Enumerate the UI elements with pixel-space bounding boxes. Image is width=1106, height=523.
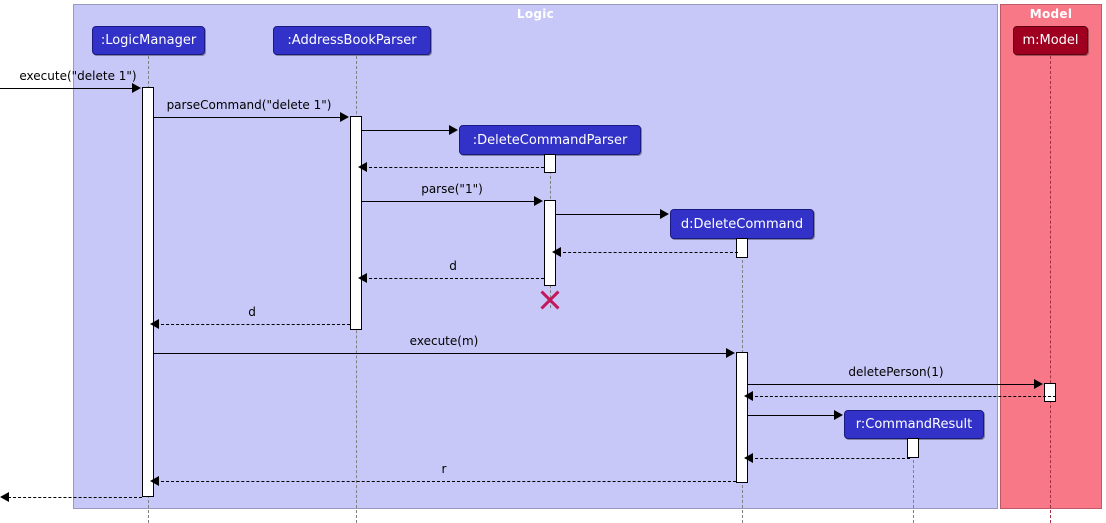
message-line-return-commandresult (750, 458, 910, 459)
message-arrow-parsecommand (340, 112, 349, 122)
message-arrow-r (150, 476, 159, 486)
activation-deletecommandparser-parse (544, 200, 556, 286)
message-label-deleteperson: deletePerson(1) (848, 365, 944, 379)
destroy-marker-deletecommandparser (538, 288, 562, 312)
message-line-d-to-logicmanager (156, 324, 350, 325)
activation-deletecommand-create (736, 238, 748, 258)
message-label-parsecommand: parseCommand("delete 1") (166, 98, 332, 112)
participant-addressbookparser-label: :AddressBookParser (287, 33, 417, 48)
message-arrow-return-model (744, 391, 753, 401)
message-line-return-actor (8, 497, 142, 498)
participant-deletecommand[interactable]: d:DeleteCommand (670, 209, 814, 239)
participant-model-label: m:Model (1022, 33, 1079, 48)
message-line-return-deletecommandparser (364, 167, 544, 168)
message-arrow-parse (534, 196, 543, 206)
activation-model-deleteperson (1044, 383, 1056, 402)
message-label-execute-delete: execute("delete 1") (19, 69, 137, 83)
participant-logicmanager[interactable]: :LogicManager (92, 26, 205, 55)
message-arrow-create-commandresult (834, 410, 843, 420)
lifeline-model (1050, 56, 1051, 523)
participant-logicmanager-label: :LogicManager (100, 33, 197, 48)
message-line-return-deletecommand (558, 252, 738, 253)
message-line-create-deletecommand (556, 214, 662, 215)
message-line-return-model (750, 396, 1056, 397)
message-line-create-commandresult (748, 415, 836, 416)
activation-addressbookparser (350, 116, 362, 330)
activation-deletecommand-execute (736, 352, 748, 483)
message-label-r: r (441, 462, 447, 476)
participant-model[interactable]: m:Model (1013, 26, 1088, 55)
message-label-d-to-logicmanager: d (248, 305, 256, 319)
lifeline-commandresult (913, 440, 914, 523)
message-arrow-d-to-addressbookparser (358, 273, 367, 283)
group-panel-model-title: Model (1029, 7, 1073, 21)
group-panel-logic-title: Logic (516, 7, 555, 21)
message-arrow-d-to-logicmanager (150, 319, 159, 329)
message-line-r (156, 481, 736, 482)
message-line-create-deletecommandparser (362, 130, 451, 131)
message-arrow-execute-m (726, 348, 735, 358)
group-panel-model: Model (1000, 4, 1102, 509)
message-arrow-deleteperson (1034, 379, 1043, 389)
message-arrow-create-deletecommandparser (449, 125, 458, 135)
message-line-parsecommand (154, 117, 342, 118)
message-arrow-execute-delete (132, 83, 141, 93)
participant-deletecommandparser[interactable]: :DeleteCommandParser (459, 125, 641, 155)
message-label-execute-m: execute(m) (409, 334, 479, 348)
message-arrow-return-deletecommand (552, 247, 561, 257)
group-panel-logic: Logic (73, 4, 998, 509)
message-arrow-create-deletecommand (660, 209, 669, 219)
message-line-execute-m (154, 353, 728, 354)
participant-deletecommandparser-label: :DeleteCommandParser (472, 132, 628, 148)
participant-deletecommand-label: d:DeleteCommand (680, 216, 804, 232)
message-label-parse: parse("1") (421, 182, 483, 196)
message-arrow-return-commandresult (744, 453, 753, 463)
message-line-deleteperson (748, 384, 1036, 385)
message-line-parse (362, 201, 536, 202)
activation-commandresult-create (907, 438, 919, 458)
participant-addressbookparser[interactable]: :AddressBookParser (273, 26, 431, 55)
message-arrow-return-deletecommandparser (358, 162, 367, 172)
message-line-d-to-addressbookparser (364, 278, 544, 279)
participant-commandresult-label: r:CommandResult (855, 417, 973, 432)
activation-logicmanager (142, 87, 154, 497)
message-line-execute-delete (0, 88, 134, 89)
message-arrow-return-actor (0, 492, 9, 502)
activation-deletecommandparser-create (544, 154, 556, 173)
message-label-d-to-addressbookparser: d (449, 259, 457, 273)
participant-commandresult[interactable]: r:CommandResult (844, 410, 984, 439)
